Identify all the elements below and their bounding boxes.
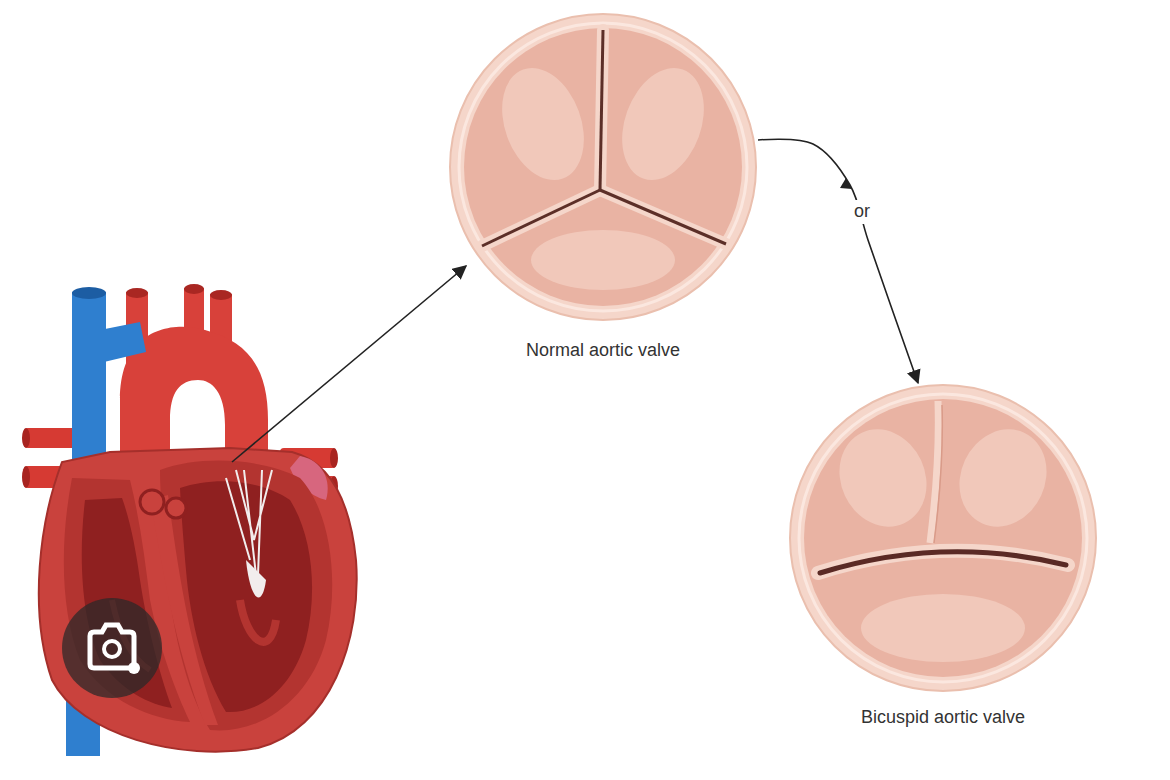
camera-icon	[62, 598, 162, 698]
pulmonary-artery	[22, 428, 30, 448]
camera-icon	[128, 662, 140, 674]
heart-body	[39, 448, 357, 752]
pointer-arrow	[232, 266, 466, 462]
valve-part	[487, 57, 598, 192]
valve-circle	[448, 12, 758, 322]
valve-part	[944, 415, 1062, 541]
valve-part	[804, 399, 1082, 677]
pulmonary-artery	[22, 466, 30, 488]
heart-body	[246, 560, 266, 597]
edge-label: or	[850, 200, 874, 224]
valve-part	[820, 552, 1066, 573]
aortic-arch	[126, 288, 148, 298]
superior-vena-cava	[72, 287, 106, 299]
aortic-arch	[210, 290, 232, 300]
valve-part	[600, 190, 726, 244]
valve-part	[934, 405, 942, 543]
valve-circle	[788, 383, 1098, 693]
heart	[22, 284, 357, 756]
valve-part	[600, 190, 726, 244]
valve-part	[464, 28, 742, 306]
heart-body	[166, 498, 186, 518]
heart-body	[240, 600, 276, 642]
valve-part	[482, 190, 600, 246]
valve-part	[790, 385, 1096, 691]
valve-label: Normal aortic valve	[448, 340, 758, 362]
heart-body	[140, 490, 164, 514]
valve-part	[459, 23, 747, 311]
valve-node: Bicuspid aortic valve	[788, 383, 1098, 729]
heart-body	[150, 495, 218, 725]
valve-part	[799, 394, 1087, 682]
valve-part	[531, 230, 675, 290]
valve-part	[600, 30, 603, 190]
valve-label: Bicuspid aortic valve	[788, 707, 1098, 729]
heart-body	[39, 448, 357, 752]
heart-body	[160, 461, 332, 731]
valve-part	[861, 594, 1025, 662]
valve-part	[824, 415, 942, 541]
heart-body	[226, 470, 272, 575]
valve-part	[607, 57, 718, 192]
connector-arrow	[758, 139, 918, 383]
camera-icon	[104, 641, 120, 657]
valve-part	[450, 14, 756, 320]
superior-vena-cava	[100, 322, 146, 362]
camera-icon	[62, 598, 162, 698]
valve-part	[818, 551, 1068, 573]
aortic-arch	[180, 388, 214, 428]
valve-node: Normal aortic valve	[448, 12, 758, 362]
camera-icon	[90, 625, 134, 668]
valve-part	[482, 190, 600, 246]
pulmonary-artery	[330, 448, 338, 468]
valve-part	[600, 30, 603, 190]
aortic-arch	[184, 284, 204, 294]
